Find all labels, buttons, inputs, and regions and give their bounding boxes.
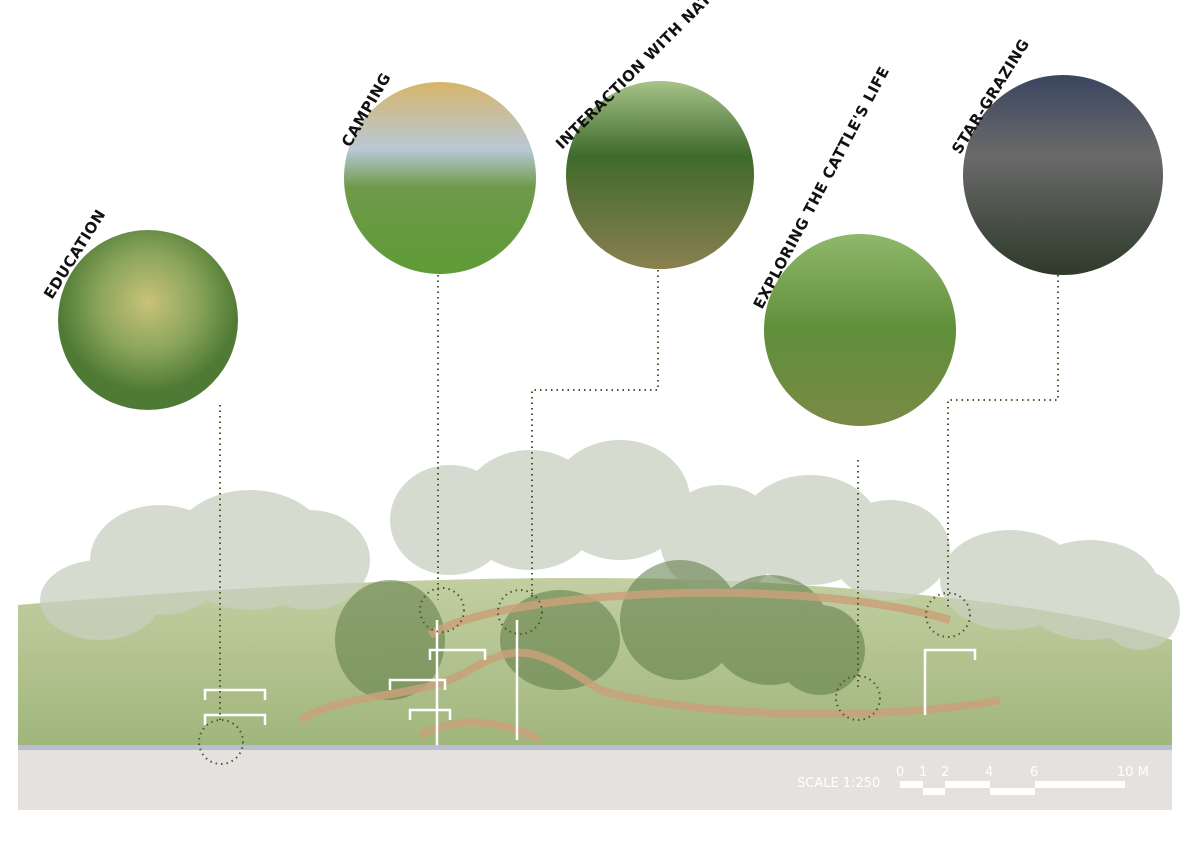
svg-text:1: 1	[919, 765, 927, 780]
scale-label: SCALE 1:250	[797, 776, 880, 791]
view-camping-image	[344, 82, 536, 274]
view-education-image	[58, 230, 238, 410]
leader-lines	[219, 270, 1059, 720]
walkway	[297, 588, 1001, 744]
base-band	[18, 750, 1172, 810]
platform-frames	[203, 620, 977, 750]
focus-circles	[198, 587, 971, 765]
svg-text:6: 6	[1030, 765, 1038, 780]
background-trees	[40, 440, 1180, 650]
svg-text:2: 2	[941, 765, 949, 780]
view-cattle-image	[764, 234, 956, 426]
view-star-image	[963, 75, 1163, 275]
svg-text:4: 4	[985, 765, 993, 780]
scale-bar: SCALE 1:250 0 1 2 4 6 10 M	[797, 765, 1149, 795]
foreground-trees	[335, 560, 865, 700]
svg-text:0: 0	[896, 765, 904, 780]
view-interaction-image	[566, 81, 754, 269]
svg-text:10 M: 10 M	[1117, 765, 1149, 780]
